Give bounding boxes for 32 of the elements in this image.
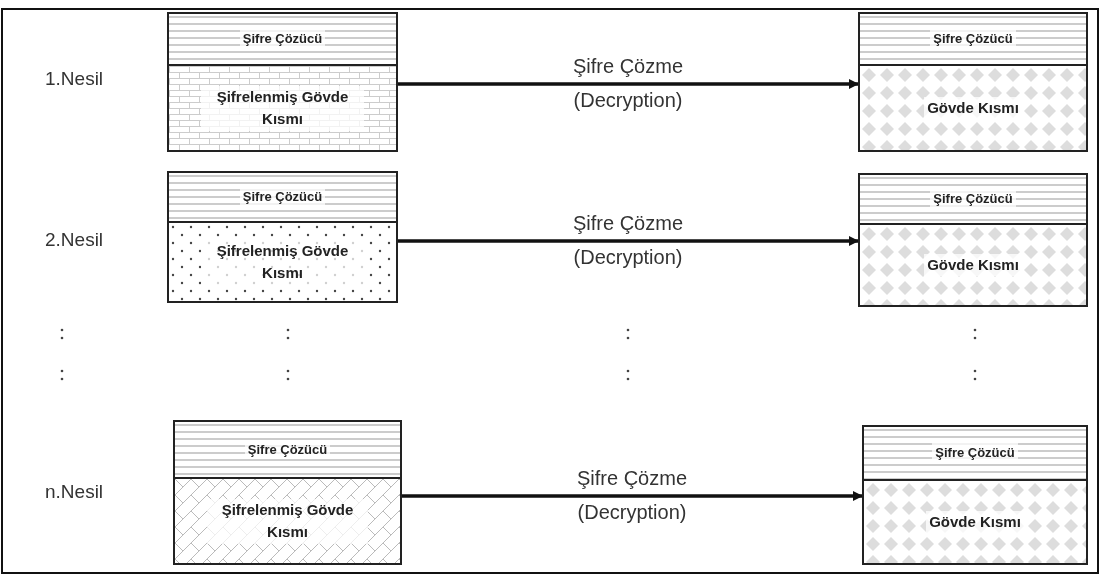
body-label: Gövde Kısmı bbox=[924, 96, 1022, 120]
decryptor-box bbox=[167, 171, 398, 223]
decryptor-label: Şifre Çözücü bbox=[930, 189, 1016, 209]
body-box bbox=[862, 479, 1088, 565]
edge-label: Şifre Çözme (Decryption) bbox=[572, 54, 684, 113]
generation-label: 2.Nesil bbox=[45, 229, 104, 251]
body-box bbox=[167, 64, 398, 152]
arrow bbox=[398, 236, 859, 246]
body-label: Şifrelenmiş Gövde Kısmı bbox=[201, 239, 364, 285]
body-label: Şifrelenmiş Gövde Kısmı bbox=[207, 498, 368, 544]
body-label: Şifrelenmiş Gövde Kısmı bbox=[201, 85, 364, 131]
body-label: Gövde Kısmı bbox=[924, 253, 1022, 277]
edge-label: Şifre Çözme (Decryption) bbox=[576, 466, 688, 525]
arrow bbox=[398, 79, 859, 89]
body-box bbox=[858, 223, 1088, 307]
edge-label: Şifre Çözme (Decryption) bbox=[572, 211, 684, 270]
decryptor-label: Şifre Çözücü bbox=[932, 443, 1018, 463]
generation-label: n.Nesil bbox=[45, 481, 104, 503]
decryptor-box bbox=[858, 12, 1088, 66]
decryptor-box bbox=[167, 12, 398, 66]
decryptor-box bbox=[858, 173, 1088, 225]
arrow bbox=[402, 491, 863, 501]
decryptor-label: Şifre Çözücü bbox=[239, 187, 326, 207]
body-label: Gövde Kısmı bbox=[926, 510, 1024, 534]
decryptor-label: Şifre Çözücü bbox=[239, 29, 326, 49]
decryptor-box bbox=[862, 425, 1088, 481]
decryptor-label: Şifre Çözücü bbox=[930, 29, 1016, 49]
decryptor-box bbox=[173, 420, 402, 479]
body-box bbox=[167, 221, 398, 303]
generation-label: 1.Nesil bbox=[45, 68, 104, 90]
body-box bbox=[173, 477, 402, 565]
body-box bbox=[858, 64, 1088, 152]
